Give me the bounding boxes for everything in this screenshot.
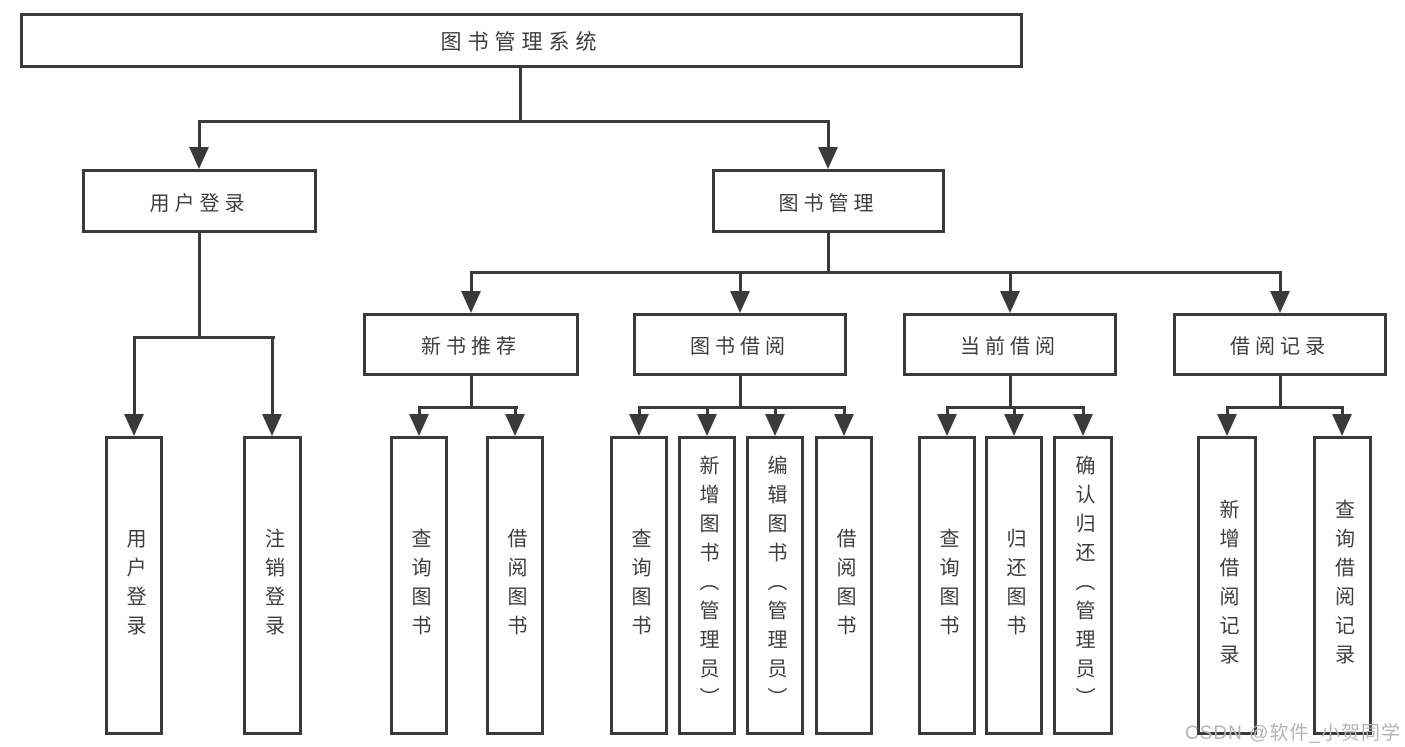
- connector-line: [827, 120, 830, 150]
- leaf-bb-add-books-admin: 新增图书（管理员）: [678, 436, 736, 735]
- arrow-down-icon: [124, 414, 144, 436]
- arrow-down-icon: [409, 414, 429, 436]
- connector-line: [739, 271, 742, 294]
- connector-line: [843, 406, 846, 417]
- watermark: CSDN @软件_小贺同学: [1185, 723, 1401, 744]
- connector-line: [198, 120, 830, 123]
- connector-line: [1226, 406, 1344, 409]
- arrow-down-icon: [1270, 291, 1290, 313]
- leaf-logout-login: 注销登录: [243, 436, 302, 735]
- connector-line: [638, 406, 641, 417]
- leaf-bb-edit-books-admin: 编辑图书（管理员）: [746, 436, 804, 735]
- leaf-br-query-borrow-record: 查询借阅记录: [1313, 436, 1372, 735]
- node-borrowing-records: 借阅记录: [1173, 313, 1387, 376]
- connector-line: [1226, 406, 1229, 417]
- connector-line: [1341, 406, 1344, 417]
- node-new-book-recommendation: 新书推荐: [363, 313, 579, 376]
- arrow-down-icon: [189, 147, 209, 169]
- connector-line: [133, 336, 275, 339]
- leaf-cb-confirm-return-admin: 确认归还（管理员）: [1053, 436, 1113, 735]
- connector-line: [271, 336, 274, 417]
- connector-line: [418, 406, 518, 409]
- arrow-down-icon: [818, 147, 838, 169]
- node-user-login: 用户登录: [82, 169, 317, 233]
- arrow-down-icon: [1332, 414, 1352, 436]
- node-book-borrowing: 图书借阅: [633, 313, 847, 376]
- leaf-bb-borrow-books: 借阅图书: [815, 436, 873, 735]
- arrow-down-icon: [730, 291, 750, 313]
- connector-line: [739, 376, 742, 409]
- connector-line: [198, 120, 201, 150]
- leaf-bb-query-books: 查询图书: [610, 436, 668, 735]
- arrow-down-icon: [1217, 414, 1237, 436]
- arrow-down-icon: [262, 414, 282, 436]
- connector-line: [706, 406, 709, 417]
- connector-line: [198, 233, 201, 339]
- connector-line: [1279, 376, 1282, 409]
- connector-line: [1013, 406, 1016, 417]
- connector-line: [418, 406, 421, 417]
- connector-line: [470, 271, 1282, 274]
- connector-line: [519, 68, 522, 123]
- arrow-down-icon: [937, 414, 957, 436]
- connector-line: [638, 406, 846, 409]
- connector-line: [133, 336, 136, 417]
- connector-line: [1009, 271, 1012, 294]
- leaf-nbr-borrow-books: 借阅图书: [486, 436, 544, 735]
- leaf-br-add-borrow-record: 新增借阅记录: [1197, 436, 1257, 735]
- arrow-down-icon: [697, 414, 717, 436]
- node-root: 图书管理系统: [20, 13, 1023, 68]
- connector-line: [514, 406, 517, 417]
- arrow-down-icon: [765, 414, 785, 436]
- connector-line: [470, 271, 473, 294]
- connector-line: [946, 406, 949, 417]
- arrow-down-icon: [461, 291, 481, 313]
- arrow-down-icon: [834, 414, 854, 436]
- arrow-down-icon: [505, 414, 525, 436]
- arrow-down-icon: [1004, 414, 1024, 436]
- node-book-management: 图书管理: [712, 169, 945, 233]
- node-current-borrowing: 当前借阅: [903, 313, 1117, 376]
- connector-line: [1009, 376, 1012, 409]
- arrow-down-icon: [629, 414, 649, 436]
- arrow-down-icon: [1073, 414, 1093, 436]
- connector-line: [827, 233, 830, 274]
- connector-line: [774, 406, 777, 417]
- connector-line: [1279, 271, 1282, 294]
- connector-line: [470, 376, 473, 409]
- leaf-cb-query-books: 查询图书: [918, 436, 976, 735]
- leaf-user-login: 用户登录: [105, 436, 163, 735]
- leaf-nbr-query-books: 查询图书: [390, 436, 448, 735]
- leaf-cb-return-books: 归还图书: [985, 436, 1043, 735]
- connector-line: [1082, 406, 1085, 417]
- arrow-down-icon: [1000, 291, 1020, 313]
